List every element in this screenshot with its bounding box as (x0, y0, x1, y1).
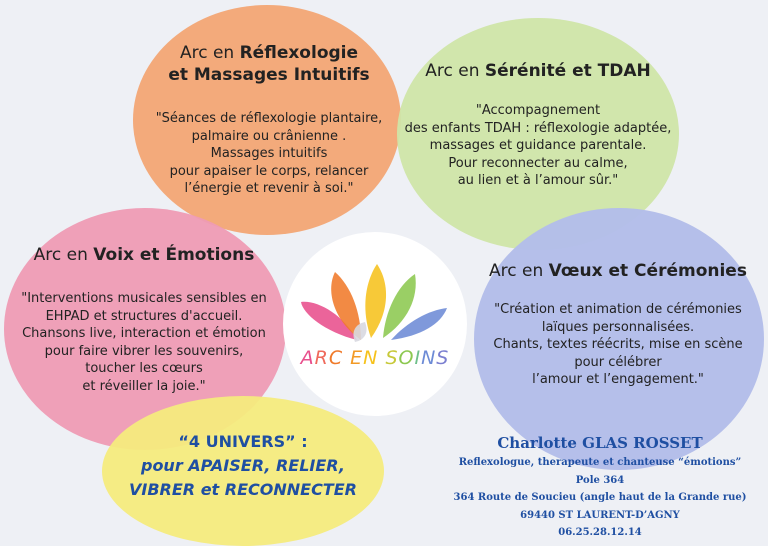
contact-name: Charlotte GLAS ROSSET (497, 434, 703, 452)
logo-text: ARC EN SOINS (283, 347, 467, 369)
contact-address-3: 69440 ST LAURENT-D’AGNY (520, 509, 680, 521)
voix-description: "Interventions musicales sensibles en EH… (21, 291, 267, 394)
univers-line-2: pour APAISER, RELIER, (140, 456, 345, 475)
lotus-logo-icon (301, 264, 447, 342)
voeux-circle (474, 208, 764, 470)
title-bold: Voix et Émotions (93, 245, 255, 265)
logo-petal (353, 322, 367, 342)
logo-petal (365, 264, 387, 338)
voeux-description: "Création et animation de cérémonies laï… (493, 302, 743, 387)
title-bold: Sérénité et TDAH (484, 61, 651, 81)
title-bold: Réflexologie (239, 43, 359, 63)
logo-letter (343, 347, 350, 369)
voix-title: Arc en Voix et Émotions (16, 244, 272, 266)
contact-address-1: Pole 364 (575, 474, 625, 486)
logo-letter: N (421, 347, 437, 369)
contact-role: Reflexologue, therapeute et chanteuse “é… (458, 457, 742, 468)
title-prefix: Arc en (179, 43, 240, 63)
title-prefix: Arc en (33, 245, 94, 265)
logo-letter: C (328, 347, 344, 369)
logo-letter: O (398, 347, 415, 369)
univers-line-3: VIBRER et RECONNECTER (129, 480, 357, 499)
reflexologie-description: "Séances de réflexologie plantaire, palm… (155, 111, 383, 196)
logo-petal (383, 274, 416, 338)
univers-tagline: “4 UNIVERS” : pour APAISER, RELIER, VIBR… (112, 430, 374, 502)
logo-letter (378, 347, 385, 369)
logo-letter: R (314, 347, 329, 369)
contact-block: Charlotte GLAS ROSSET Reflexologue, ther… (452, 432, 748, 542)
logo-letter: I (414, 347, 422, 369)
univers-line-1: “4 UNIVERS” : (178, 432, 308, 451)
univers-circle (102, 396, 384, 546)
logo-letter: N (363, 347, 379, 369)
voeux-title: Arc en Vœux et Cérémonies (484, 260, 752, 282)
title-bold: Vœux et Cérémonies (548, 261, 747, 281)
logo-petal (331, 272, 361, 340)
title-bold-line2: et Massages Intuitifs (168, 65, 370, 85)
title-prefix: Arc en (425, 61, 485, 81)
logo-letter: S (436, 347, 450, 369)
serenite-title: Arc en Sérénité et TDAH (410, 60, 666, 82)
logo-letter: A (300, 347, 315, 369)
logo-letters: ARC EN SOINS (301, 347, 450, 369)
reflexologie-circle (133, 5, 401, 235)
logo-letter: E (350, 347, 364, 369)
logo-petal (301, 301, 357, 340)
contact-address-2: 364 Route de Soucieu (angle haut de la G… (453, 492, 747, 503)
serenite-description: "Accompagnement des enfants TDAH : réfle… (404, 103, 672, 188)
title-prefix: Arc en (489, 261, 549, 281)
contact-phone: 06.25.28.12.14 (558, 527, 642, 538)
reflexologie-title: Arc en Réflexologie et Massages Intuitif… (150, 42, 388, 86)
logo-petal (391, 308, 447, 340)
logo-letter: S (385, 347, 399, 369)
